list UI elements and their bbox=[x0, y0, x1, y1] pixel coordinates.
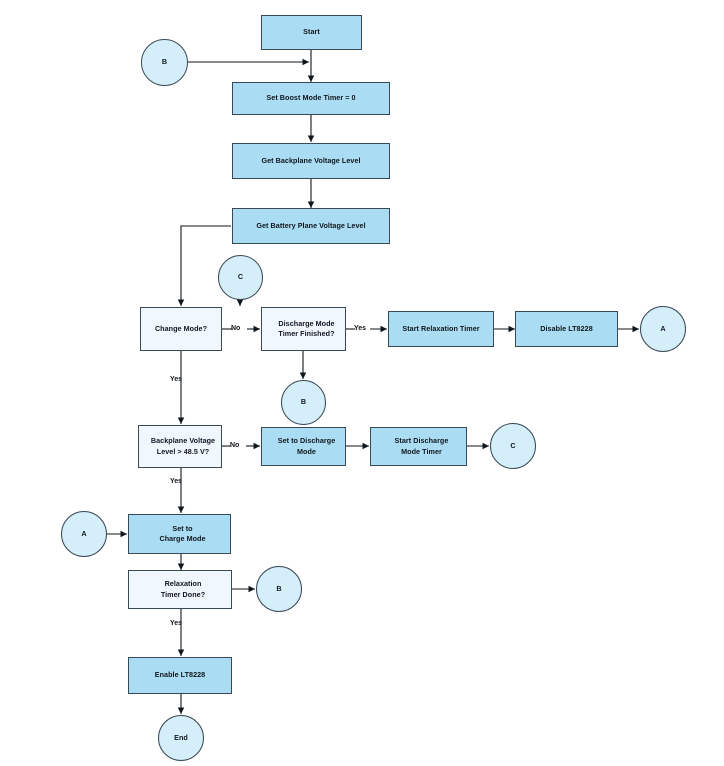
node-enable-lt8228-label: Enable LT8228 bbox=[154, 670, 206, 680]
node-backplane-voltage-threshold-line1: Backplane Voltage bbox=[150, 436, 216, 446]
node-discharge-mode-timer-finished-line1: Discharge Mode bbox=[278, 318, 335, 328]
node-set-boost-mode-timer-label: Set Boost Mode Timer = 0 bbox=[266, 93, 356, 103]
node-connector-b-bottom-label: B bbox=[276, 583, 282, 593]
node-disable-lt8228[interactable]: Disable LT8228 bbox=[515, 311, 618, 347]
node-discharge-mode-timer-finished-line2: Timer Finished? bbox=[278, 329, 335, 338]
node-relaxation-timer-done-label: Relaxation Timer Done? bbox=[129, 579, 231, 600]
edge-label-relaxation-yes: Yes bbox=[170, 620, 182, 627]
node-connector-b-bottom[interactable]: B bbox=[256, 566, 302, 612]
edge-label-backplane-yes: Yes bbox=[170, 478, 182, 485]
edge-label-change-mode-yes: Yes bbox=[170, 376, 182, 383]
node-start-discharge-mode-timer-line1: Start Discharge bbox=[394, 436, 449, 446]
node-connector-a-right-label: A bbox=[660, 323, 666, 333]
node-set-to-discharge-mode-line2: Mode bbox=[297, 446, 316, 456]
node-connector-a-right[interactable]: A bbox=[640, 306, 686, 352]
edge-label-backplane-no-text: No bbox=[230, 442, 240, 449]
node-backplane-voltage-threshold-label: Backplane Voltage Level > 48.5 V? bbox=[139, 436, 221, 457]
node-connector-c-top-label: C bbox=[237, 272, 244, 282]
node-connector-b-top-label: B bbox=[161, 57, 168, 67]
node-disable-lt8228-label: Disable LT8228 bbox=[540, 323, 593, 333]
node-connector-b-mid-label: B bbox=[300, 397, 307, 407]
node-change-mode[interactable]: Change Mode? bbox=[140, 307, 222, 351]
node-end[interactable]: End bbox=[158, 715, 204, 761]
edge-label-relaxation-yes-text: Yes bbox=[170, 620, 183, 627]
node-get-battery-plane-voltage-level[interactable]: Get Battery Plane Voltage Level bbox=[232, 208, 390, 244]
node-set-to-discharge-mode-line1: Set to Discharge bbox=[277, 436, 336, 446]
edge-label-discharge-timer-yes: Yes bbox=[354, 325, 366, 332]
edge-label-change-mode-yes-text: Yes bbox=[170, 376, 183, 383]
node-connector-c-right-label: C bbox=[510, 440, 516, 450]
edge-label-discharge-timer-yes-text: Yes bbox=[354, 325, 367, 332]
node-set-boost-mode-timer[interactable]: Set Boost Mode Timer = 0 bbox=[232, 82, 390, 115]
node-relaxation-timer-done-line1: Relaxation bbox=[164, 579, 202, 589]
node-relaxation-timer-done-line2: Timer Done? bbox=[160, 589, 206, 599]
node-set-to-charge-mode-label: Set to Charge Mode bbox=[129, 524, 230, 545]
node-connector-b-top[interactable]: B bbox=[141, 39, 188, 86]
node-start-discharge-mode-timer-label: Start Discharge Mode Timer bbox=[371, 436, 466, 457]
node-connector-a-left[interactable]: A bbox=[61, 511, 107, 557]
node-connector-c-right[interactable]: C bbox=[490, 423, 536, 469]
node-backplane-voltage-threshold[interactable]: Backplane Voltage Level > 48.5 V? bbox=[138, 425, 222, 468]
node-set-to-discharge-mode-label: Set to Discharge Mode bbox=[262, 436, 345, 457]
node-start-label: Start bbox=[303, 27, 320, 37]
edge-label-change-mode-no-text: No bbox=[231, 325, 241, 332]
node-backplane-voltage-threshold-line2: Level > 48.5 V? bbox=[156, 446, 210, 456]
node-end-label: End bbox=[174, 732, 188, 742]
node-change-mode-label: Change Mode? bbox=[154, 323, 208, 333]
node-get-backplane-voltage-level[interactable]: Get Backplane Voltage Level bbox=[232, 143, 390, 179]
node-connector-a-left-label: A bbox=[81, 528, 87, 538]
node-connector-b-mid[interactable]: B bbox=[281, 380, 326, 425]
edge-label-backplane-yes-text: Yes bbox=[170, 478, 183, 485]
node-set-to-charge-mode-line2: Charge Mode bbox=[159, 534, 206, 543]
node-set-to-charge-mode-line1: Set to bbox=[172, 523, 193, 533]
node-start-discharge-mode-timer[interactable]: Start Discharge Mode Timer bbox=[370, 427, 467, 466]
node-connector-c-top[interactable]: C bbox=[218, 255, 263, 300]
node-start[interactable]: Start bbox=[261, 15, 362, 50]
node-discharge-mode-timer-finished-label: Discharge Mode Timer Finished? bbox=[262, 319, 345, 340]
node-enable-lt8228[interactable]: Enable LT8228 bbox=[128, 657, 232, 694]
node-relaxation-timer-done[interactable]: Relaxation Timer Done? bbox=[128, 570, 232, 609]
node-start-discharge-mode-timer-line2: Mode Timer bbox=[401, 446, 442, 456]
node-set-to-charge-mode[interactable]: Set to Charge Mode bbox=[128, 514, 231, 554]
edge-label-change-mode-no: No bbox=[231, 325, 240, 332]
node-discharge-mode-timer-finished[interactable]: Discharge Mode Timer Finished? bbox=[261, 307, 346, 351]
node-set-to-discharge-mode[interactable]: Set to Discharge Mode bbox=[261, 427, 346, 466]
edge-label-backplane-no: No bbox=[230, 442, 239, 449]
node-start-relaxation-timer[interactable]: Start Relaxation Timer bbox=[388, 311, 494, 347]
node-get-battery-plane-voltage-level-label: Get Battery Plane Voltage Level bbox=[256, 220, 366, 230]
node-get-backplane-voltage-level-label: Get Backplane Voltage Level bbox=[261, 155, 361, 165]
node-start-relaxation-timer-label: Start Relaxation Timer bbox=[402, 323, 480, 333]
